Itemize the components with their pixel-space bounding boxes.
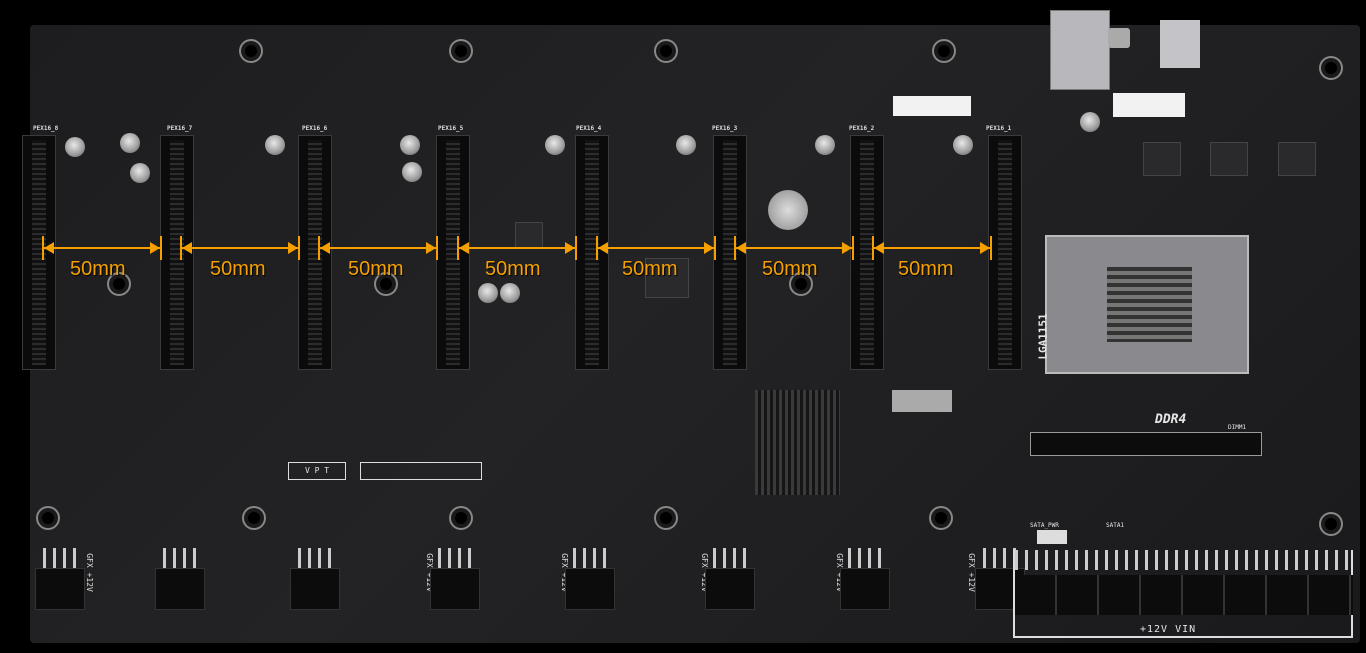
gpu-power-connector[interactable] xyxy=(565,548,615,610)
mount-hole xyxy=(660,512,672,524)
dimm-slot[interactable] xyxy=(1030,432,1262,456)
mount-hole xyxy=(245,45,257,57)
spacing-label: 50mm xyxy=(70,258,126,280)
sata-power-connector[interactable] xyxy=(1037,530,1067,544)
hdmi-port xyxy=(1108,28,1130,48)
pcie-slot[interactable] xyxy=(988,135,1022,370)
capacitor xyxy=(120,133,140,153)
spacing-arrow xyxy=(596,236,716,260)
slot-label: PEX16_4 xyxy=(576,125,602,132)
capacitor xyxy=(676,135,696,155)
mount-hole xyxy=(938,45,950,57)
chip xyxy=(645,258,689,298)
cpu-socket[interactable] xyxy=(1045,235,1249,374)
gpu-power-connector[interactable] xyxy=(290,548,340,610)
spacing-arrow xyxy=(180,236,300,260)
barcode-sticker xyxy=(1113,93,1185,117)
spacing-label: 50mm xyxy=(210,258,266,280)
power-input-pins xyxy=(1015,550,1353,570)
gfx-power-label: GFX +12V xyxy=(84,553,94,592)
vpt-label: V P T xyxy=(288,462,346,480)
mount-hole xyxy=(1325,62,1337,74)
memory-label: DDR4 xyxy=(1155,412,1187,427)
capacitor xyxy=(65,137,85,157)
pcie-slot[interactable] xyxy=(575,135,609,370)
pcie-slot[interactable] xyxy=(298,135,332,370)
mount-hole xyxy=(42,512,54,524)
chipset-heatsink xyxy=(755,390,840,495)
cmos-battery xyxy=(768,190,808,230)
power-input-connectors[interactable] xyxy=(1015,575,1353,615)
gpu-power-connector[interactable] xyxy=(705,548,755,610)
capacitor xyxy=(953,135,973,155)
gpu-power-connector[interactable] xyxy=(430,548,480,610)
usb-port xyxy=(1160,20,1200,68)
capacitor xyxy=(130,163,150,183)
label-box xyxy=(360,462,482,480)
pcie-slot[interactable] xyxy=(22,135,56,370)
spacing-label: 50mm xyxy=(348,258,404,280)
capacitor xyxy=(1080,112,1100,132)
power-input-label: +12V VIN xyxy=(1140,624,1197,635)
capacitor xyxy=(400,135,420,155)
socket-pins xyxy=(1107,267,1192,342)
pcie-slot[interactable] xyxy=(713,135,747,370)
capacitor xyxy=(545,135,565,155)
dimm-label: DIMM1 xyxy=(1228,424,1247,431)
mount-hole xyxy=(935,512,947,524)
capacitor xyxy=(500,283,520,303)
chip xyxy=(1278,142,1316,176)
mount-hole xyxy=(795,278,807,290)
spacing-label: 50mm xyxy=(622,258,678,280)
spacing-label: 50mm xyxy=(485,258,541,280)
spacing-arrow xyxy=(872,236,992,260)
barcode-sticker xyxy=(893,96,971,116)
gpu-power-connector[interactable] xyxy=(155,548,205,610)
spacing-arrow xyxy=(734,236,854,260)
slot-label: PEX16_2 xyxy=(849,125,875,132)
spacing-label: 50mm xyxy=(898,258,954,280)
mount-hole xyxy=(113,278,125,290)
capacitor xyxy=(402,162,422,182)
capacitor xyxy=(815,135,835,155)
chip xyxy=(1210,142,1248,176)
m2-slot[interactable] xyxy=(892,390,952,412)
slot-label: PEX16_8 xyxy=(33,125,59,132)
slot-label: PEX16_7 xyxy=(167,125,193,132)
slot-label: PEX16_6 xyxy=(302,125,328,132)
spacing-arrow xyxy=(318,236,438,260)
mount-hole xyxy=(1325,518,1337,530)
capacitor xyxy=(265,135,285,155)
mount-hole xyxy=(455,45,467,57)
chip xyxy=(1143,142,1181,176)
slot-label: PEX16_1 xyxy=(986,125,1012,132)
spacing-arrow xyxy=(457,236,577,260)
capacitor xyxy=(478,283,498,303)
mount-hole xyxy=(380,278,392,290)
sata-power-label: SATA_PWR xyxy=(1030,522,1059,529)
socket-label: LGA1151 xyxy=(1036,313,1050,360)
spacing-arrow xyxy=(42,236,162,260)
spacing-label: 50mm xyxy=(762,258,818,280)
slot-label: PEX16_3 xyxy=(712,125,738,132)
mount-hole xyxy=(660,45,672,57)
gpu-power-connector[interactable] xyxy=(35,548,85,610)
slot-label: PEX16_5 xyxy=(438,125,464,132)
gpu-power-connector[interactable] xyxy=(840,548,890,610)
mount-hole xyxy=(248,512,260,524)
ethernet-port xyxy=(1050,10,1110,90)
sata-label: SATA1 xyxy=(1106,522,1125,529)
mount-hole xyxy=(455,512,467,524)
